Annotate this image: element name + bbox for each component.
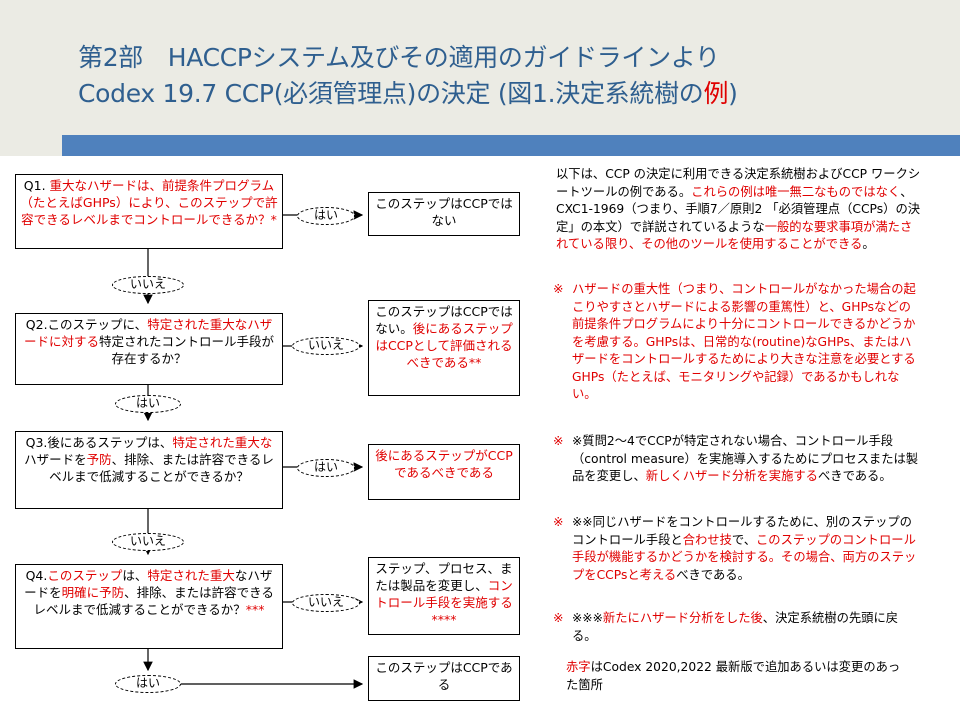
result-box-later-step-should-be-ccp: 後にあるステップがCCPであるべきである	[368, 444, 520, 500]
note-2: ※質問2～4でCCPが特定されない場合、コントロール手段（control mea…	[572, 434, 919, 483]
no-label-q2: いいえ	[292, 337, 360, 355]
result-box-later-step-ccp: このステップはCCPではない。後にあるステップはCCPとして評価されるべきである…	[368, 300, 520, 396]
yes-label-q4: はい	[115, 675, 181, 693]
no-label-q3: いいえ	[112, 533, 184, 551]
question-box-q4: Q4.このステップは、特定された重大なハザードを明確に予防、排除、または許容でき…	[15, 564, 283, 649]
question-box-q3: Q3.後にあるステップは、特定された重大なハザードを予防、排除、または許容できる…	[15, 431, 283, 509]
no-label-q4: いいえ	[292, 594, 360, 612]
no-label-q1: いいえ	[112, 276, 184, 294]
note-marker-4: ※	[553, 610, 564, 625]
note-marker-3: ※	[553, 514, 564, 529]
title-bar-left	[0, 135, 62, 156]
yes-label-q3: はい	[297, 459, 355, 477]
slide-title-line1: 第2部 HACCPシステム及びその適用のガイドラインより	[78, 43, 720, 72]
result-box-is-ccp: このステップはCCPである	[368, 656, 520, 701]
yes-label-q1: はい	[297, 207, 355, 225]
yes-label-q2: はい	[115, 395, 181, 413]
note-4: ※※※新たにハザード分析をした後、決定系統樹の先頭に戻る。	[572, 611, 899, 643]
question-box-q1: Q1. 重大なハザードは、前提条件プログラム（たとえばGHPs）により、このステ…	[15, 174, 283, 249]
question-box-q2: Q2.このステップに、特定された重大なハザードに対する特定されたコントロール手段…	[15, 313, 283, 385]
accent-bar	[62, 135, 960, 156]
title-area: 第2部 HACCPシステム及びその適用のガイドラインより Codex 19.7 …	[0, 0, 960, 135]
note-3: ※※同じハザードをコントロールするために、別のステップのコントロール手段と合わせ…	[572, 515, 917, 582]
footer-note: 赤字はCodex 2020,2022 最新版で追加あるいは変更のあった箇所	[566, 660, 901, 692]
intro-paragraph: 以下は、CCP の決定に利用できる決定系統樹およびCCP ワークシートツールの例…	[556, 167, 921, 251]
result-box-not-ccp: このステップはCCPではない	[368, 192, 520, 236]
slide-title-line2: Codex 19.7 CCP(必須管理点)の決定 (図1.決定系統樹の例)	[78, 79, 738, 108]
note-marker-1: ※	[553, 281, 564, 296]
note-1: ハザードの重大性（つまり、コントロールがなかった場合の起こりやすさとハザードによ…	[572, 282, 916, 401]
result-box-modify-process: ステップ、プロセス、または製品を変更し、コントロール手段を実施する****	[368, 557, 520, 635]
note-marker-2: ※	[553, 433, 564, 448]
